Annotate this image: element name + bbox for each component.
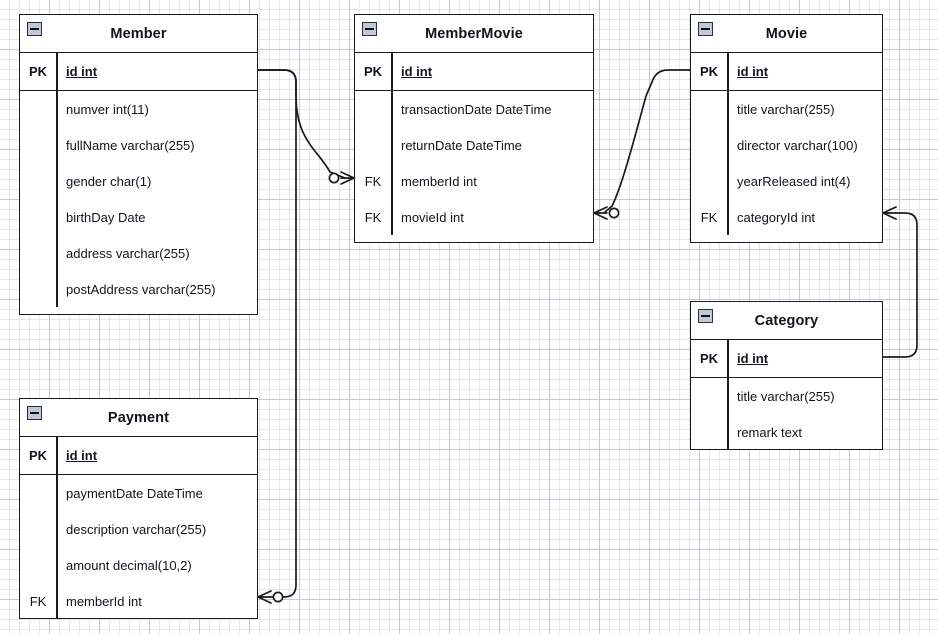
field-label: memberId int — [401, 173, 477, 189]
column-divider — [391, 91, 393, 235]
field-label: birthDay Date — [66, 209, 146, 225]
field-label: paymentDate DateTime — [66, 485, 203, 501]
column-row[interactable]: FK memberId int — [355, 163, 593, 199]
column-row[interactable]: numver int(11) — [20, 91, 257, 127]
field-label: title varchar(255) — [737, 101, 835, 117]
field-label: id int — [66, 64, 98, 79]
collapse-icon[interactable] — [27, 22, 42, 36]
primary-key-row[interactable]: PK id int — [20, 53, 257, 91]
entity-title: Movie — [765, 25, 808, 42]
field-label: description varchar(255) — [66, 521, 207, 537]
field-label: movieId int — [401, 209, 464, 225]
column-row[interactable]: returnDate DateTime — [355, 127, 593, 163]
collapse-icon[interactable] — [698, 22, 713, 36]
key-label: PK — [28, 448, 48, 463]
field-label: transactionDate DateTime — [401, 101, 552, 117]
field-label: id int — [66, 448, 98, 463]
key-label: PK — [699, 351, 719, 366]
key-label: FK — [364, 173, 382, 189]
column-divider — [727, 378, 729, 450]
column-row[interactable]: fullName varchar(255) — [20, 127, 257, 163]
column-row[interactable]: FK memberId int — [20, 583, 257, 619]
collapse-icon[interactable] — [698, 309, 713, 323]
field-label: id int — [737, 351, 769, 366]
column-row[interactable]: remark text — [691, 414, 882, 450]
column-row[interactable]: description varchar(255) — [20, 511, 257, 547]
column-row[interactable]: amount decimal(10,2) — [20, 547, 257, 583]
column-row[interactable]: title varchar(255) — [691, 91, 882, 127]
column-divider — [56, 475, 58, 619]
primary-key-row[interactable]: PK id int — [691, 53, 882, 91]
field-label: memberId int — [66, 593, 142, 609]
field-label: gender char(1) — [66, 173, 152, 189]
field-label: returnDate DateTime — [401, 137, 522, 153]
column-row[interactable]: address varchar(255) — [20, 235, 257, 271]
column-row[interactable]: yearReleased int(4) — [691, 163, 882, 199]
field-label: director varchar(100) — [737, 137, 858, 153]
key-label: PK — [363, 64, 383, 79]
field-label: remark text — [737, 424, 803, 440]
column-row[interactable]: FK categoryId int — [691, 199, 882, 235]
column-list: paymentDate DateTime description varchar(… — [20, 475, 257, 619]
key-label: PK — [28, 64, 48, 79]
column-list: transactionDate DateTime returnDate DateT… — [355, 91, 593, 235]
field-label: amount decimal(10,2) — [66, 557, 192, 573]
primary-key-row[interactable]: PK id int — [20, 437, 257, 475]
column-row[interactable]: birthDay Date — [20, 199, 257, 235]
column-divider — [727, 91, 729, 235]
primary-key-row[interactable]: PK id int — [691, 340, 882, 378]
column-row[interactable]: paymentDate DateTime — [20, 475, 257, 511]
entity-header-movie: Movie — [691, 15, 882, 53]
field-label: address varchar(255) — [66, 245, 190, 261]
entity-title: MemberMovie — [425, 25, 523, 42]
entity-title: Member — [110, 25, 167, 42]
column-list: title varchar(255) remark text — [691, 378, 882, 450]
key-label: PK — [699, 64, 719, 79]
entity-header-member: Member — [20, 15, 257, 53]
field-label: numver int(11) — [66, 101, 149, 117]
collapse-icon[interactable] — [27, 406, 42, 420]
column-row[interactable]: postAddress varchar(255) — [20, 271, 257, 307]
field-label: yearReleased int(4) — [737, 173, 851, 189]
entity-header-payment: Payment — [20, 399, 257, 437]
field-label: postAddress varchar(255) — [66, 281, 216, 297]
field-label: title varchar(255) — [737, 388, 835, 404]
collapse-icon[interactable] — [362, 22, 377, 36]
field-label: fullName varchar(255) — [66, 137, 195, 153]
column-divider — [56, 91, 58, 307]
column-list: title varchar(255) director varchar(100) y… — [691, 91, 882, 235]
field-label: id int — [737, 64, 769, 79]
field-label: id int — [401, 64, 433, 79]
entity-header-membermovie: MemberMovie — [355, 15, 593, 53]
primary-key-row[interactable]: PK id int — [355, 53, 593, 91]
key-label: FK — [364, 209, 382, 225]
key-label: FK — [29, 593, 47, 609]
field-label: categoryId int — [737, 209, 816, 225]
entity-title: Category — [754, 312, 819, 329]
entity-title: Payment — [107, 409, 170, 426]
column-row[interactable]: director varchar(100) — [691, 127, 882, 163]
column-row[interactable]: title varchar(255) — [691, 378, 882, 414]
column-row[interactable]: transactionDate DateTime — [355, 91, 593, 127]
column-row[interactable]: FK movieId int — [355, 199, 593, 235]
entity-header-category: Category — [691, 302, 882, 340]
column-list: numver int(11) fullName varchar(255) gende… — [20, 91, 257, 307]
key-label: FK — [700, 209, 718, 225]
column-row[interactable]: gender char(1) — [20, 163, 257, 199]
